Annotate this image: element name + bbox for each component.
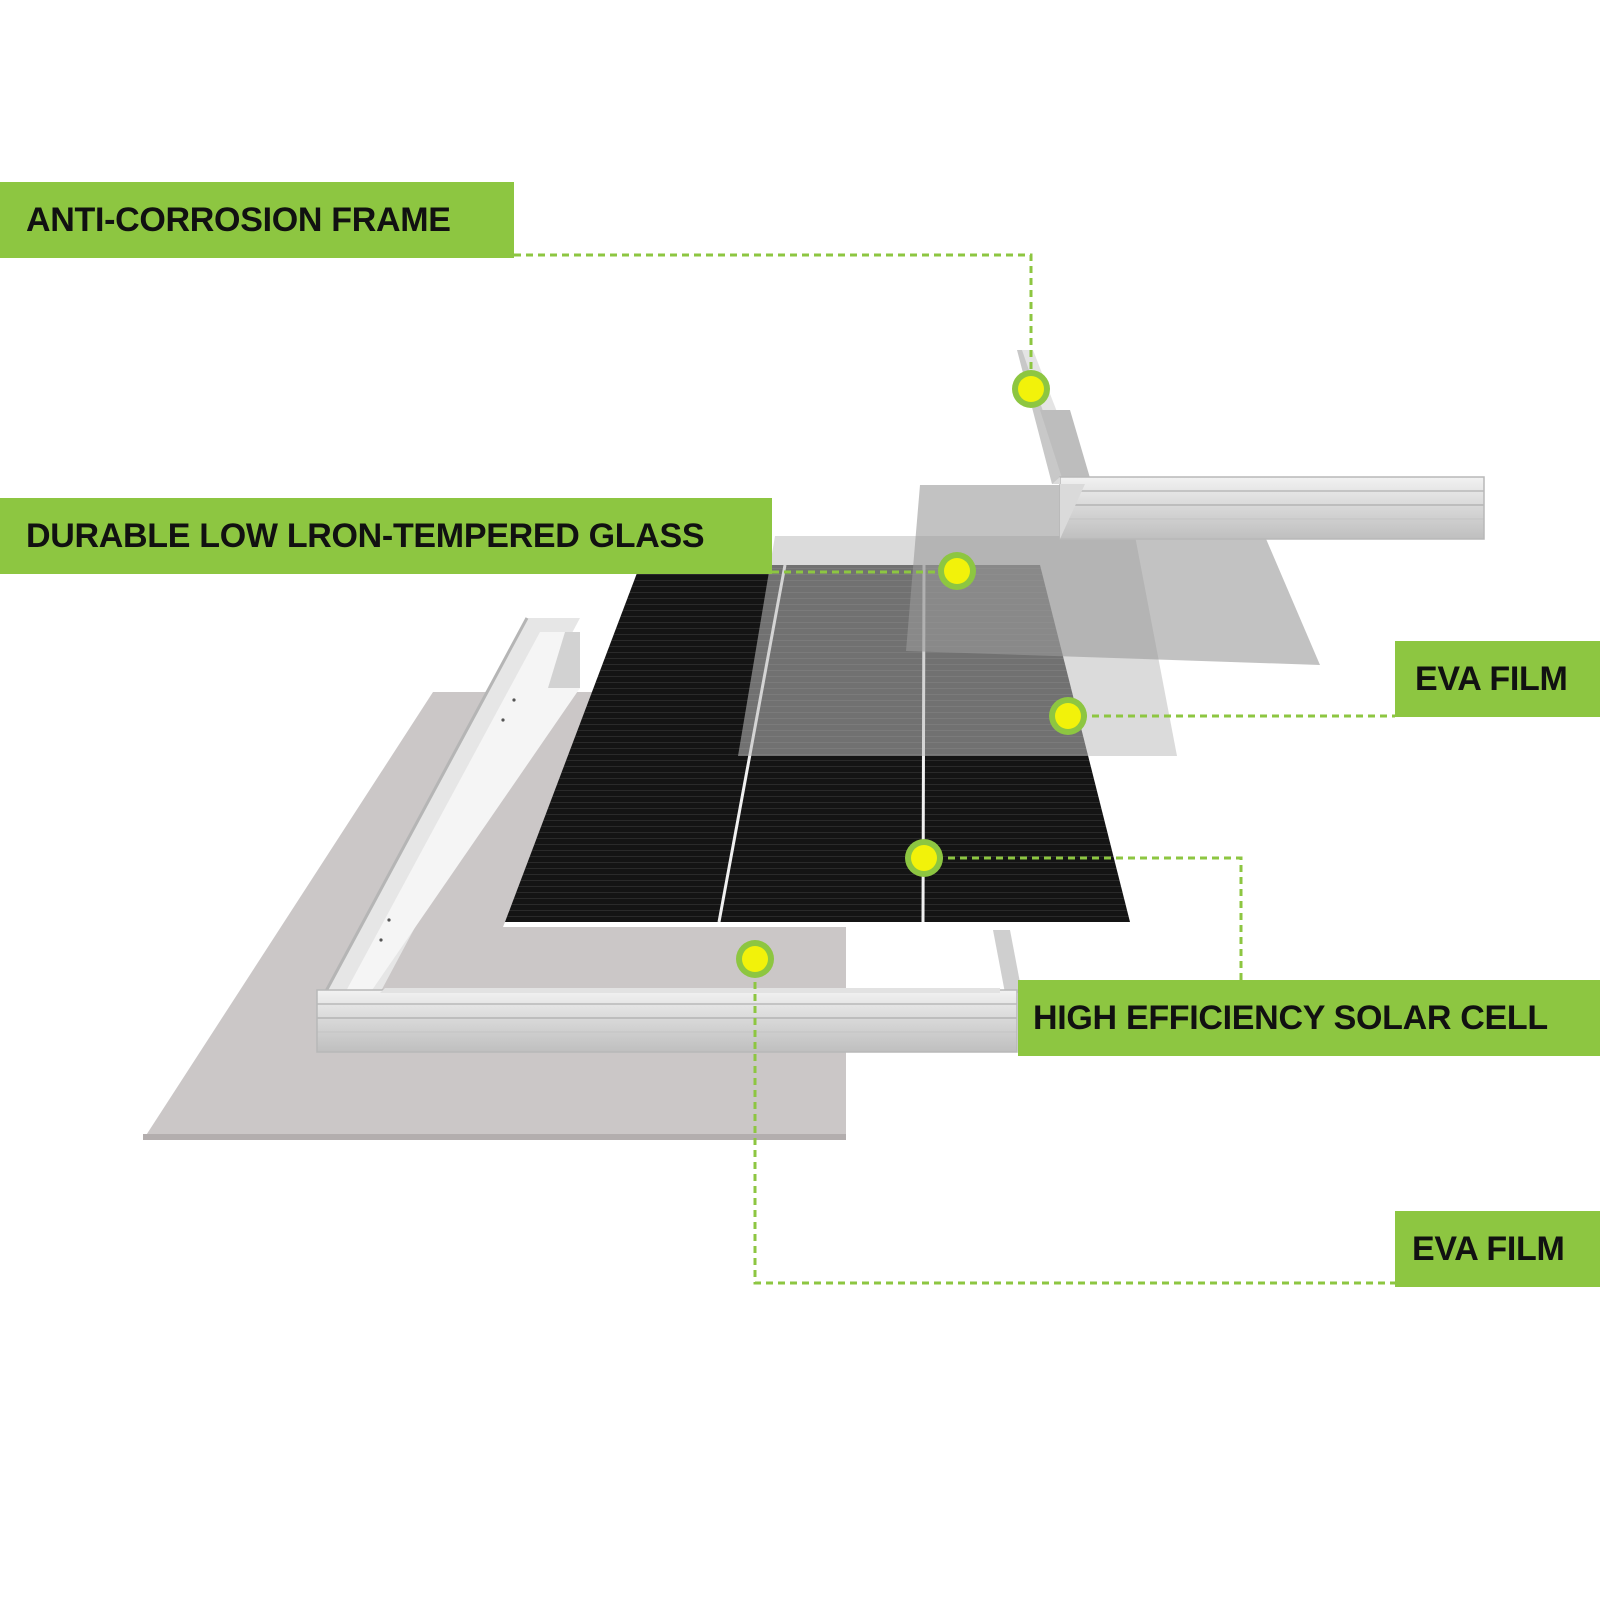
marker-frame-icon bbox=[1012, 370, 1050, 408]
leader-line-cell bbox=[924, 856, 1243, 980]
markers bbox=[736, 370, 1087, 978]
marker-cell-icon bbox=[905, 839, 943, 877]
marker-eva-top-icon bbox=[1049, 697, 1087, 735]
label-anti-corrosion-frame: ANTI-CORROSION FRAME bbox=[0, 182, 514, 258]
label-eva-film-top: EVA FILM bbox=[1395, 641, 1600, 717]
leader-line-frame bbox=[514, 253, 1033, 388]
label-tempered-glass: DURABLE LOW LRON-TEMPERED GLASS bbox=[0, 498, 772, 574]
marker-glass-icon bbox=[938, 552, 976, 590]
label-eva-film-bottom: EVA FILM bbox=[1395, 1211, 1600, 1287]
top-frame bbox=[1017, 350, 1485, 540]
marker-eva-bottom-icon bbox=[736, 940, 774, 978]
leader-line-eva-bottom bbox=[753, 958, 1395, 1285]
bottom-frame bbox=[316, 617, 1022, 1053]
leader-lines bbox=[514, 253, 1395, 1285]
label-solar-cell: HIGH EFFICIENCY SOLAR CELL bbox=[1018, 980, 1600, 1056]
